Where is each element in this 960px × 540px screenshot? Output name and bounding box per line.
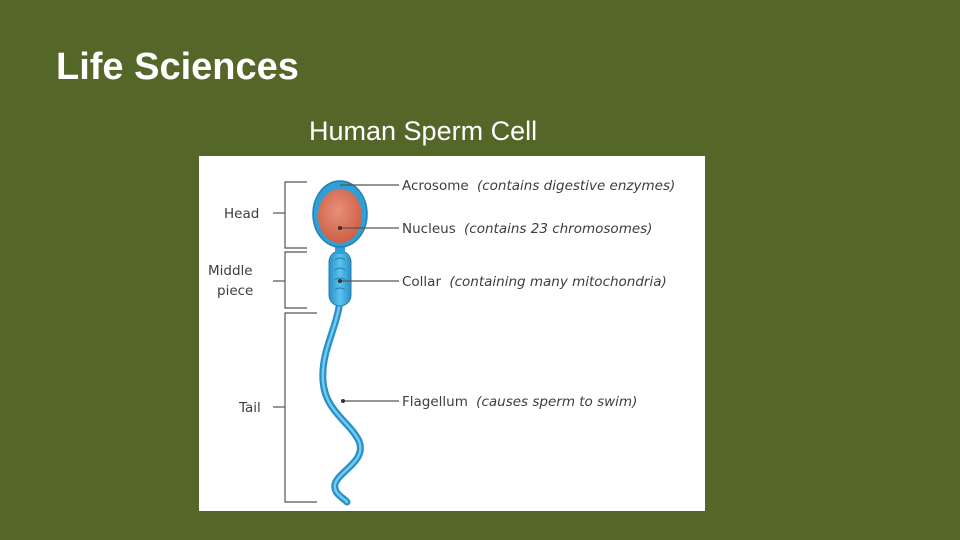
middle-label-line1: Middle (208, 263, 253, 279)
collar-callout: Collar (containing many mitochondria) (402, 274, 667, 290)
middle-label-line2: piece (217, 283, 253, 299)
tail-bracket (284, 312, 317, 503)
sperm-cell-svg: Head Middle piece Tail Acrosome (contain… (208, 178, 675, 506)
nucleus-note: (contains 23 chromosomes) (464, 221, 652, 237)
acrosome-callout: Acrosome (contains digestive enzymes) (402, 178, 675, 194)
collar-name: Collar (402, 274, 441, 290)
flagellum-note: (causes sperm to swim) (476, 394, 637, 410)
sperm-cell-diagram: Head Middle piece Tail Acrosome (contain… (199, 156, 705, 511)
head-bracket (284, 181, 307, 249)
nucleus-name: Nucleus (402, 221, 456, 237)
tail-label: Tail (238, 400, 261, 416)
acrosome-name: Acrosome (402, 178, 469, 194)
acrosome-note: (contains digestive enzymes) (477, 178, 675, 194)
flagellum-callout: Flagellum (causes sperm to swim) (402, 394, 637, 410)
slide-subtitle: Human Sperm Cell (309, 116, 538, 146)
nucleus-shape (318, 189, 362, 243)
nucleus-callout: Nucleus (contains 23 chromosomes) (402, 221, 652, 237)
collar-note: (containing many mitochondria) (449, 274, 666, 290)
region-brackets (273, 181, 317, 503)
flagellum-name: Flagellum (402, 394, 468, 410)
slide-title: Life Sciences (56, 46, 299, 88)
head-label: Head (224, 206, 259, 222)
callout-lines (340, 184, 399, 402)
middle-bracket (284, 251, 307, 309)
